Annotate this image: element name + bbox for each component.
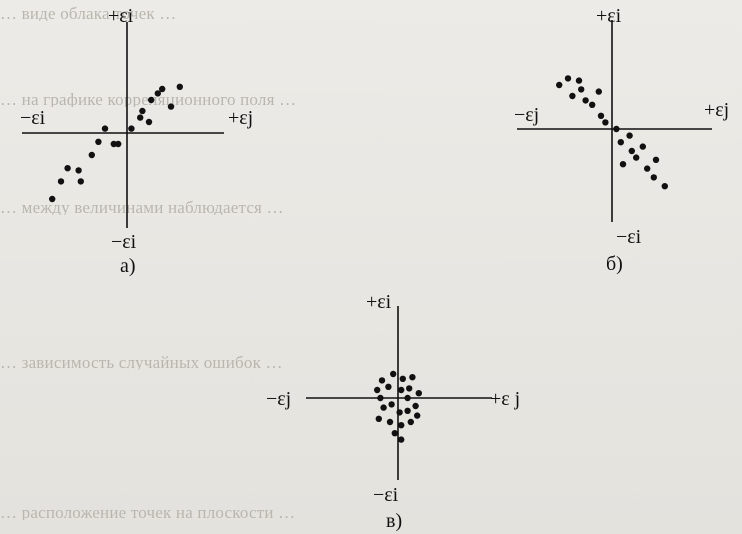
panel-c-point [404, 407, 411, 414]
panel-b-point [628, 147, 635, 155]
panel-a-point [57, 178, 65, 185]
panel-c-point [380, 404, 387, 411]
text-line: … на графике корреляционного поля … [0, 92, 297, 107]
text-line: … между величинами наблюдается … [0, 200, 284, 215]
panel-a: +εi −εi −εi +εj а) [20, 5, 253, 277]
panel-b-point [639, 143, 646, 150]
panel-b-label-bottom: −εi [616, 226, 642, 248]
panel-a-point [154, 90, 161, 97]
panel-a-label-top: +εi [108, 5, 134, 27]
panel-b-point [575, 77, 583, 84]
text-line: … виде облака точек … [0, 6, 177, 21]
panel-b-point [582, 97, 589, 104]
panel-a-points [49, 83, 183, 203]
panel-a-point [77, 178, 85, 185]
panel-b-point [564, 75, 572, 82]
panel-b-label-left: −εj [514, 104, 539, 126]
panel-b-point [644, 165, 651, 172]
panel-a-label-bottom: −εi [111, 231, 137, 253]
panel-b-point [597, 112, 605, 120]
panel-b-point [650, 174, 657, 181]
panel-a-point [75, 167, 82, 174]
panel-c: +εi −εi −εj +ε j в) [266, 291, 520, 532]
panel-c-point [398, 436, 405, 443]
panel-c-point [388, 401, 395, 408]
panel-a-label-left: −εi [20, 107, 46, 129]
panel-c-point [375, 415, 382, 422]
panel-b-label-top: +εi [596, 5, 622, 27]
panel-c-point [404, 394, 411, 402]
panel-c-point [398, 422, 405, 429]
panel-c-point [377, 394, 384, 402]
panel-c-point [399, 375, 406, 382]
panel-c-caption: в) [386, 510, 402, 532]
panel-b-point [589, 101, 596, 109]
panel-a-point [137, 114, 144, 121]
panel-a-point [176, 83, 183, 91]
panel-b-point [626, 132, 633, 139]
panel-b-point [613, 125, 620, 133]
panel-b-label-right: +εj [704, 99, 729, 121]
panel-a-point [110, 140, 118, 148]
panel-b-point [569, 92, 576, 100]
panel-a-point [64, 165, 71, 172]
panel-a-point [167, 103, 175, 110]
text-line: … расположение точек на плоскости … [0, 505, 296, 520]
panel-a-point [159, 85, 166, 93]
panel-c-point [391, 430, 398, 437]
panel-a-point [101, 125, 109, 132]
panel-a-point [145, 118, 153, 126]
panel-a-point [139, 107, 146, 115]
panel-b-point [633, 154, 640, 161]
panel-c-point [385, 383, 392, 390]
panel-a-caption: а) [120, 255, 136, 277]
panel-a-point [95, 138, 102, 145]
panel-b: +εi −εi −εj +εj б) [514, 5, 729, 275]
panel-c-point [390, 370, 397, 378]
panel-c-label-right: +ε j [490, 388, 520, 410]
panel-b-points [556, 75, 668, 190]
panel-b-point [595, 88, 602, 95]
panel-c-label-left: −εj [266, 388, 291, 410]
panel-b-point [661, 183, 668, 190]
panel-b-point [578, 86, 585, 93]
panel-c-point [406, 385, 413, 392]
panel-b-caption: б) [606, 253, 623, 275]
panel-c-point [386, 418, 394, 426]
panel-b-point [617, 139, 624, 146]
panel-b-point [556, 81, 563, 89]
panel-c-label-bottom: −εi [373, 484, 399, 506]
panel-c-point [374, 386, 381, 394]
panel-c-points [374, 370, 422, 443]
panel-a-point [88, 151, 96, 159]
panel-c-point [409, 374, 416, 381]
panel-a-point [148, 96, 155, 104]
panel-c-point [415, 390, 422, 397]
text-line: … зависимость случайных ошибок … [0, 355, 283, 370]
panel-c-point [396, 409, 403, 416]
panel-a-label-right: +εj [228, 107, 253, 129]
panel-a-point [115, 140, 122, 148]
panel-c-label-top: +εi [366, 291, 392, 313]
panel-c-point [398, 386, 405, 394]
panel-b-point [652, 156, 660, 163]
panel-a-point [49, 195, 56, 203]
panel-b-point [619, 161, 627, 168]
panel-c-point [407, 418, 414, 426]
panel-c-point [414, 412, 421, 419]
panel-c-point [412, 402, 419, 410]
panel-a-point [128, 125, 135, 132]
panel-b-point [602, 119, 609, 126]
panel-c-point [378, 377, 386, 384]
